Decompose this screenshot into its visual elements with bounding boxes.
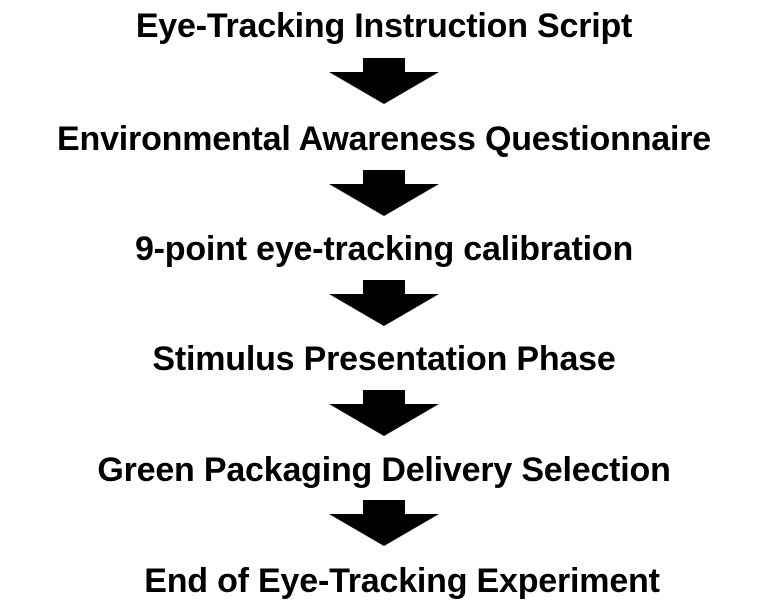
step-packaging-selection: Green Packaging Delivery Selection — [97, 451, 671, 489]
down-arrow-icon — [329, 280, 439, 326]
step-awareness-questionnaire: Environmental Awareness Questionnaire — [57, 120, 711, 158]
step-calibration: 9-point eye-tracking calibration — [134, 230, 634, 268]
step-instruction-script: Eye-Tracking Instruction Script — [135, 7, 633, 45]
step-stimulus-presentation: Stimulus Presentation Phase — [152, 340, 616, 378]
down-arrow-icon — [329, 390, 439, 436]
down-arrow-icon — [329, 170, 439, 216]
step-end-experiment: End of Eye-Tracking Experiment — [144, 562, 660, 600]
down-arrow-icon — [329, 500, 439, 546]
down-arrow-icon — [329, 58, 439, 104]
